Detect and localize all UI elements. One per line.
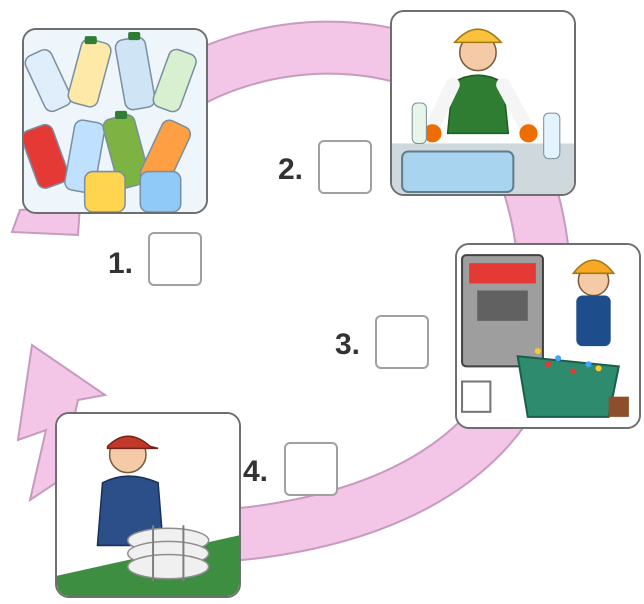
step-1-answer-box[interactable]	[148, 232, 202, 286]
shredding-machine-image	[457, 245, 639, 427]
step-4-label: 4.	[243, 455, 269, 488]
step-2-answer-box[interactable]	[318, 140, 372, 194]
step-1-label: 1.	[108, 247, 134, 280]
step-1-illustration	[22, 28, 208, 214]
step-2-label: 2.	[278, 153, 304, 186]
step-3-illustration	[455, 243, 641, 429]
step-2-illustration	[390, 10, 576, 196]
bundling-image	[57, 414, 239, 596]
step-3-label: 3.	[335, 328, 361, 361]
step-4-illustration	[55, 412, 241, 598]
plastic-bottles-image	[24, 30, 206, 212]
step-3-answer-box[interactable]	[375, 315, 429, 369]
washing-bottles-image	[392, 12, 574, 194]
step-4-answer-box[interactable]	[284, 442, 338, 496]
